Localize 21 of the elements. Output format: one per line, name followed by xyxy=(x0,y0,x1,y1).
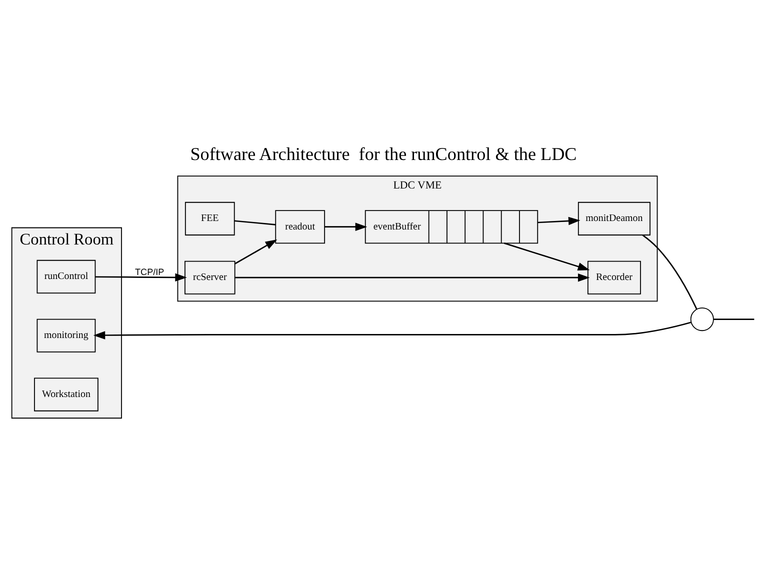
arrow xyxy=(93,321,692,339)
connector xyxy=(642,234,698,309)
connector xyxy=(234,220,276,225)
node-box: FEE xyxy=(184,201,235,235)
node-box: Recorder xyxy=(587,260,641,294)
node-box: monitDeamon xyxy=(578,201,650,235)
diagram-title: Software Architecture for the runControl & the LDC xyxy=(190,143,577,164)
node-box: readout xyxy=(275,210,326,244)
arrow xyxy=(538,216,580,225)
node-box: rcServer xyxy=(184,260,236,294)
arrow xyxy=(504,242,590,270)
arrow xyxy=(235,272,590,282)
arrow xyxy=(95,272,187,282)
arrow xyxy=(324,222,368,230)
node-box: Workstation xyxy=(34,377,98,411)
node-box: monitoring xyxy=(36,318,96,352)
connector xyxy=(714,318,754,320)
node-box: runControl xyxy=(36,259,96,293)
arrow xyxy=(234,239,278,264)
node-circle xyxy=(690,307,714,331)
edge-label: TCP/IP xyxy=(135,266,164,276)
